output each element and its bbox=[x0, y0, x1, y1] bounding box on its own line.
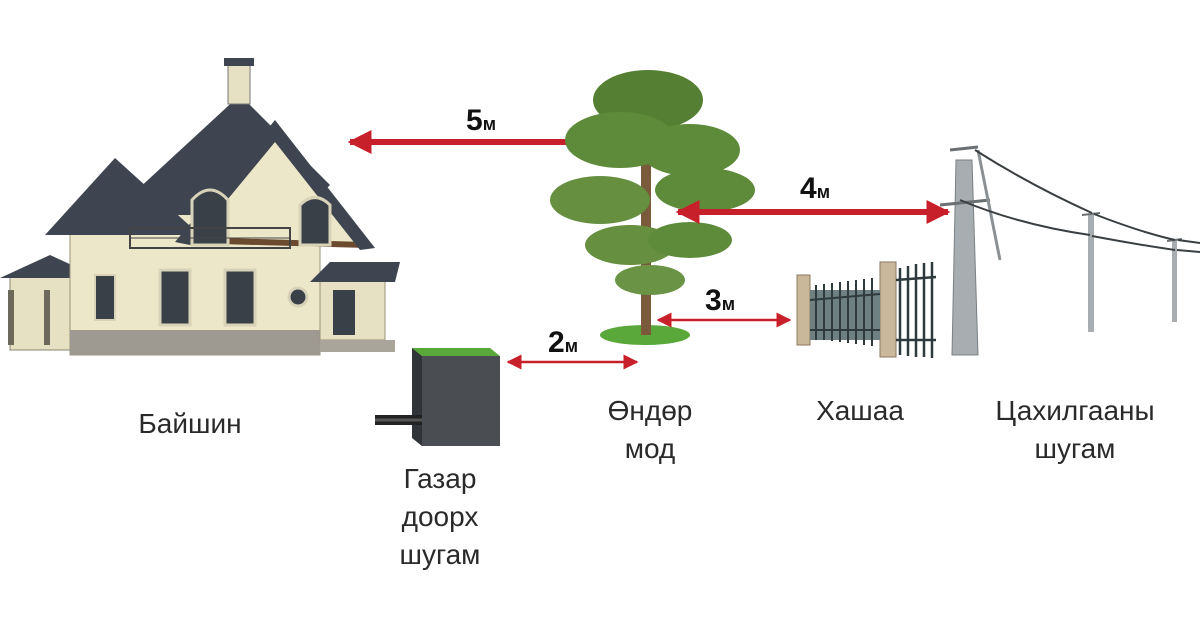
distance-value: 2 bbox=[548, 326, 565, 359]
label-line-2: мод bbox=[624, 433, 676, 464]
label-line-1: Цахилгааны bbox=[995, 395, 1155, 426]
distance-label-4m: 4м bbox=[800, 172, 830, 206]
label-power-line: Цахилгааны шугам bbox=[960, 392, 1190, 468]
underground-cable-box bbox=[375, 348, 500, 446]
fence-illustration bbox=[796, 261, 937, 358]
label-line-1: Өндөр bbox=[607, 395, 693, 426]
power-line-illustration bbox=[939, 145, 1200, 356]
distance-value: 4 bbox=[800, 172, 817, 205]
label-house-text: Байшин bbox=[138, 408, 242, 439]
distance-label-3m: 3м bbox=[705, 284, 735, 318]
label-house: Байшин bbox=[100, 405, 280, 443]
distance-value: 5 bbox=[466, 104, 483, 137]
label-line-2: шугам bbox=[1034, 433, 1116, 464]
label-tall-tree: Өндөр мод bbox=[575, 392, 725, 468]
distance-unit: м bbox=[721, 294, 736, 314]
label-line-3: шугам bbox=[399, 539, 481, 570]
tree-illustration bbox=[550, 70, 755, 345]
house-illustration bbox=[0, 58, 400, 356]
distance-unit: м bbox=[564, 336, 579, 356]
label-line-1: Газар bbox=[403, 463, 477, 494]
distance-label-5m: 5м bbox=[466, 104, 496, 138]
distance-unit: м bbox=[482, 114, 497, 134]
distance-unit: м bbox=[816, 182, 831, 202]
label-line-2: доорх bbox=[401, 501, 479, 532]
label-fence: Хашаа bbox=[790, 392, 930, 430]
label-underground-line: Газар доорх шугам bbox=[360, 460, 520, 574]
distance-value: 3 bbox=[705, 284, 722, 317]
label-fence-text: Хашаа bbox=[816, 395, 904, 426]
distance-label-2m: 2м bbox=[548, 326, 578, 360]
